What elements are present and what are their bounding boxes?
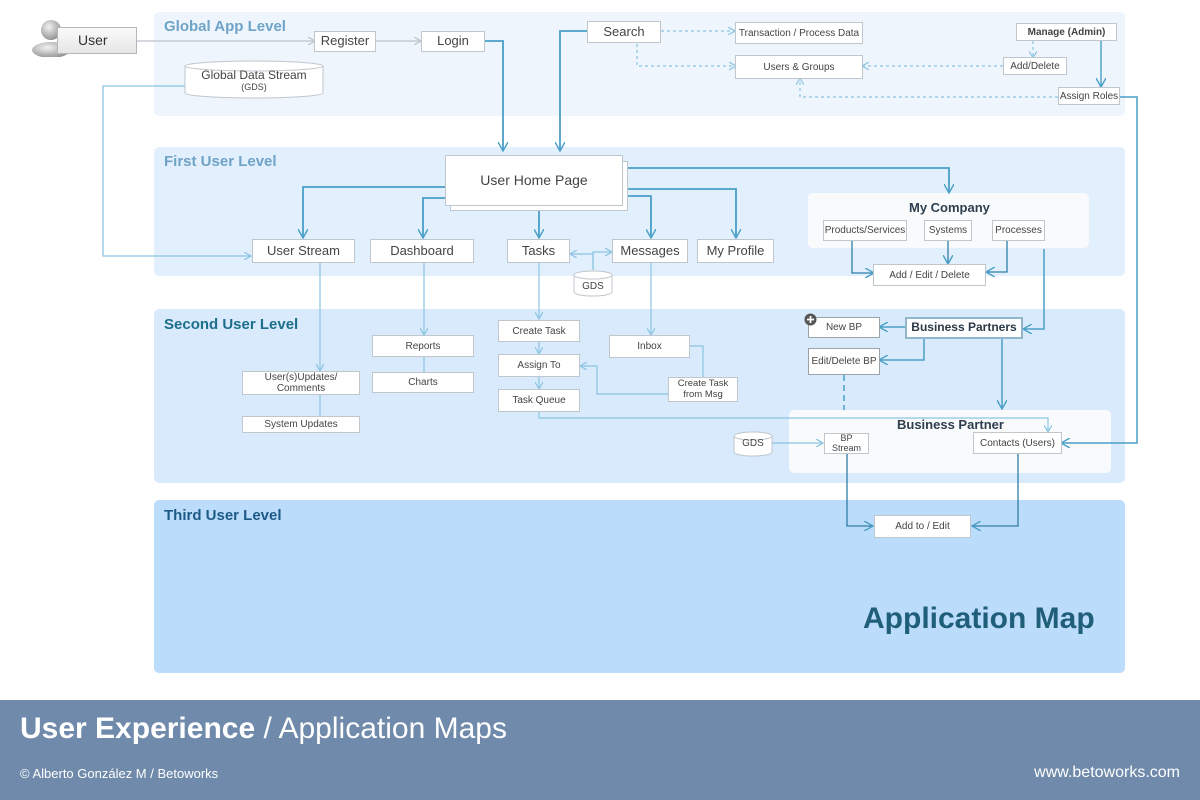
business-partners-node[interactable]: Business Partners	[905, 317, 1023, 339]
register-node[interactable]: Register	[314, 31, 376, 52]
global-app-level-title: Global App Level	[164, 18, 286, 35]
gds-tasks-cylinder	[573, 270, 613, 297]
search-node[interactable]: Search	[587, 21, 661, 43]
dashboard-node[interactable]: Dashboard	[370, 239, 474, 263]
global-data-stream-sublabel: (GDS)	[241, 82, 267, 92]
footer-url[interactable]: www.betoworks.com	[1034, 764, 1180, 781]
user-node[interactable]: User	[57, 27, 137, 54]
contacts-users-node[interactable]: Contacts (Users)	[973, 432, 1062, 454]
global-data-stream-cylinder	[184, 60, 324, 99]
messages-node[interactable]: Messages	[612, 239, 688, 263]
footer-bar: User Experience / Application Maps © Alb…	[0, 700, 1200, 800]
task-queue-node[interactable]: Task Queue	[498, 389, 580, 412]
add-to-edit-node[interactable]: Add to / Edit	[874, 515, 971, 538]
user-updates-comments-node[interactable]: User(s)Updates/ Comments	[242, 371, 360, 395]
gds-tasks-label: GDS	[582, 281, 604, 292]
tasks-node[interactable]: Tasks	[507, 239, 570, 263]
my-profile-node[interactable]: My Profile	[697, 239, 774, 263]
business-partner-title: Business Partner	[897, 417, 1004, 432]
transaction-process-data-node[interactable]: Transaction / Process Data	[735, 22, 863, 44]
plus-circle-icon[interactable]	[804, 313, 817, 326]
third-user-level-band: Third User Level	[154, 500, 1125, 673]
system-updates-node[interactable]: System Updates	[242, 416, 360, 433]
user-home-page-node[interactable]: User Home Page	[445, 155, 623, 206]
create-task-node[interactable]: Create Task	[498, 320, 580, 342]
my-company-title: My Company	[909, 200, 990, 215]
first-user-level-title: First User Level	[164, 153, 277, 170]
assign-to-node[interactable]: Assign To	[498, 354, 580, 377]
user-stream-node[interactable]: User Stream	[252, 239, 355, 263]
edit-delete-bp-node[interactable]: Edit/Delete BP	[808, 348, 880, 375]
systems-node[interactable]: Systems	[924, 220, 972, 241]
reports-node[interactable]: Reports	[372, 335, 474, 357]
bp-stream-node[interactable]: BP Stream	[824, 433, 869, 454]
second-user-level-title: Second User Level	[164, 316, 299, 333]
third-user-level-title: Third User Level	[164, 507, 282, 524]
add-delete-admin-node[interactable]: Add/Delete	[1003, 57, 1067, 75]
create-task-from-msg-node[interactable]: Create Task from Msg	[668, 377, 738, 402]
footer-title-rest: / Application Maps	[255, 712, 507, 745]
footer-title: User Experience / Application Maps	[20, 712, 507, 746]
login-node[interactable]: Login	[421, 31, 485, 52]
processes-node[interactable]: Processes	[992, 220, 1045, 241]
footer-title-bold: User Experience	[20, 712, 256, 745]
footer-credit: © Alberto González M / Betoworks	[20, 766, 219, 781]
gds-bp-label: GDS	[742, 438, 764, 449]
inbox-node[interactable]: Inbox	[609, 335, 690, 358]
users-groups-node[interactable]: Users & Groups	[735, 55, 863, 79]
products-services-node[interactable]: Products/Services	[823, 220, 907, 241]
manage-admin-node[interactable]: Manage (Admin)	[1016, 23, 1117, 41]
global-data-stream-label: Global Data Stream	[201, 68, 307, 82]
gds-bp-cylinder	[733, 431, 773, 457]
add-edit-delete-node[interactable]: Add / Edit / Delete	[873, 264, 986, 286]
charts-node[interactable]: Charts	[372, 372, 474, 393]
assign-roles-node[interactable]: Assign Roles	[1058, 87, 1120, 105]
application-map-title: Application Map	[863, 602, 1095, 635]
new-bp-node[interactable]: New BP	[808, 317, 880, 338]
